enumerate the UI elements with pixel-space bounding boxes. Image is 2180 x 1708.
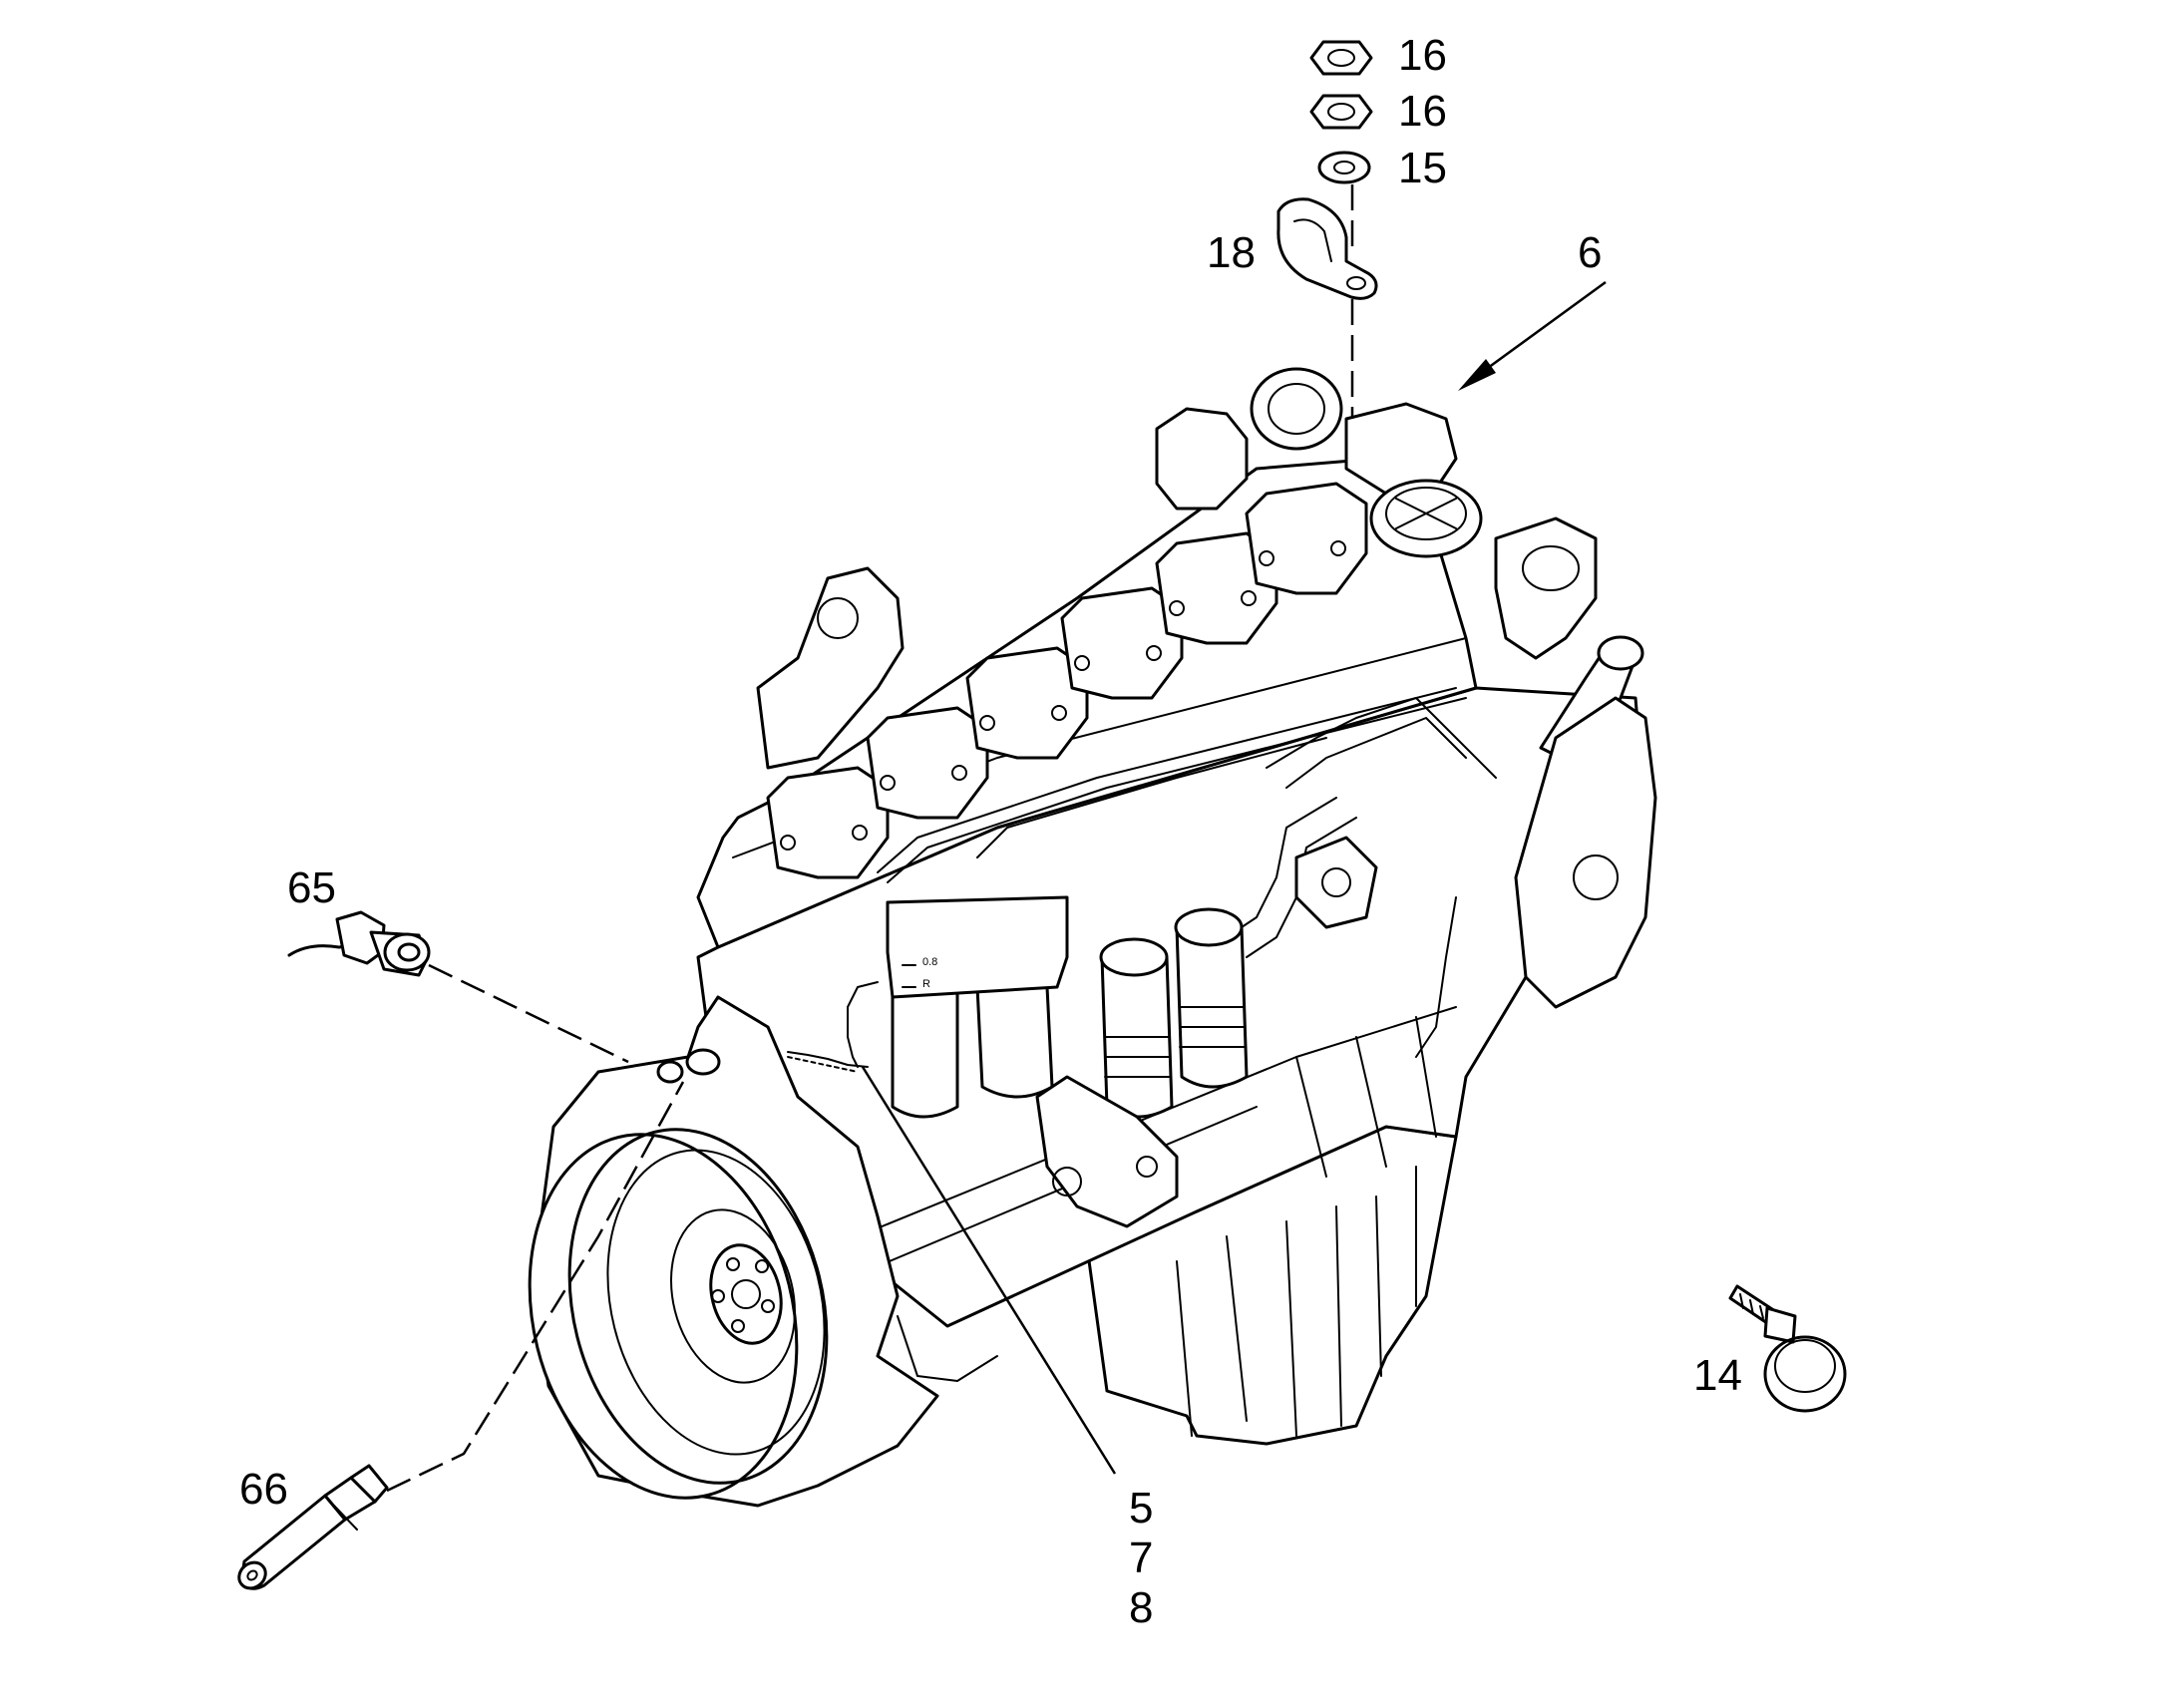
- nut-part-16a: [1309, 40, 1373, 76]
- front-cover: [1514, 696, 1657, 1009]
- wiring-harness: [787, 981, 879, 1073]
- p-clamp-part-18: [1276, 197, 1378, 300]
- washer-part-15: [1317, 151, 1371, 184]
- nut-part-16b: [1309, 94, 1373, 130]
- exhaust-manifold: [756, 367, 1458, 770]
- leader-5-7-8: [861, 1066, 1117, 1475]
- callout-66: 66: [239, 1465, 288, 1514]
- sensor-part-66: [237, 1464, 389, 1590]
- rocker-covers: [766, 482, 1368, 879]
- label-plate-line1: 0.8: [922, 956, 937, 968]
- flywheel: [528, 1128, 829, 1500]
- callout-16a: 16: [1398, 31, 1447, 80]
- label-plate-line2: R: [922, 978, 930, 990]
- engine-assembly: 0.8 R: [528, 367, 1657, 1508]
- callout-8: 8: [1129, 1583, 1153, 1632]
- callout-65: 65: [287, 863, 336, 912]
- sensor-part-65: [287, 910, 431, 977]
- fuel-filters: [891, 907, 1249, 1119]
- fuel-pump: [1035, 836, 1378, 1228]
- thermostat-housing: [1369, 479, 1598, 660]
- callout-7: 7: [1129, 1534, 1153, 1582]
- callout-5: 5: [1129, 1484, 1153, 1533]
- cable-tie-part-14: [1728, 1284, 1847, 1413]
- callout-16b: 16: [1398, 87, 1447, 136]
- leader-65-dashed: [428, 963, 629, 1064]
- sensor-mount: [656, 1048, 721, 1084]
- label-plate: 0.8 R: [886, 895, 1069, 999]
- callout-14: 14: [1693, 1351, 1742, 1400]
- callout-6: 6: [1578, 228, 1602, 277]
- callout-labels: 16 16 15 18 6 65 66 14 5 7 8: [239, 31, 1742, 1632]
- leader-lines: [386, 184, 1607, 1493]
- callout-15: 15: [1398, 144, 1447, 192]
- fuel-lines: [877, 687, 1497, 1058]
- callout-18: 18: [1207, 228, 1256, 277]
- arrowhead-6: [1458, 359, 1496, 391]
- leader-66-dashed: [386, 1081, 685, 1493]
